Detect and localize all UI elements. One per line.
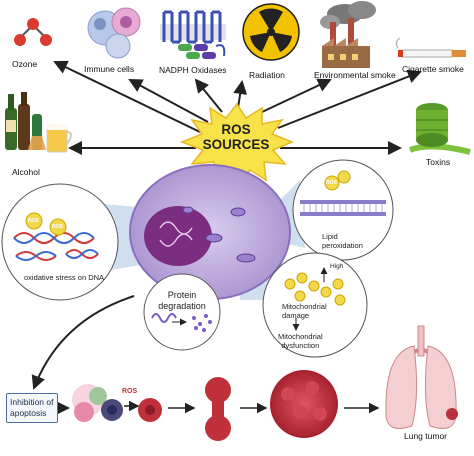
nucleus (144, 206, 212, 266)
source-arrows (53, 60, 422, 155)
label-toxins: Toxins (426, 157, 451, 167)
ros-molecule-icon (324, 175, 340, 191)
mitochondrion (205, 233, 223, 243)
apoptosis-box: Inhibition of apoptosis (6, 393, 58, 423)
alcohol-icon (5, 92, 72, 153)
label-mito-damage: Mitochondrial damage (282, 302, 327, 320)
title-line1: ROS (221, 122, 251, 137)
protein-chain-icon (151, 313, 177, 323)
label-dna-stress: oxidative stress on DNA (24, 273, 105, 282)
label-radiation: Radiation (249, 70, 285, 80)
label-environmental-smoke: Environmental smoke (314, 70, 396, 80)
immune-cells-icon (87, 7, 141, 59)
protein-inset (143, 273, 221, 351)
protein-fragments-icon (192, 314, 212, 332)
ros-molecule-icon (25, 212, 43, 230)
mitochondrion (182, 206, 194, 214)
cell-dna (159, 221, 193, 247)
tumor-progression (56, 370, 380, 441)
label-ros-bottom: ROS (122, 388, 138, 395)
label-immune-cells: Immune cells (84, 64, 135, 74)
title-line2: SOURCES (202, 137, 270, 152)
lungs-icon (385, 325, 458, 429)
label-nadph: NADPH Oxidases (159, 65, 227, 75)
label-high: High (330, 263, 344, 270)
radiation-icon (242, 3, 300, 61)
ros-tag: ROS (28, 218, 39, 224)
ros-tag: ROS (326, 180, 337, 186)
cell-to-apoptosis-arrow (31, 295, 135, 390)
label-mito-dysfunction: Mitochondrial dysfunction (278, 332, 323, 350)
apoptosis-line2: apoptosis (10, 408, 47, 418)
nadph-oxidase-icon (160, 10, 226, 59)
label-ozone: Ozone (12, 59, 38, 69)
mitochondrion (236, 253, 256, 263)
label-protein-degradation: Protein degradation (158, 290, 206, 311)
label-cigarette-smoke: Cigarette smoke (402, 64, 464, 74)
factory-smoke-icon (320, 1, 376, 68)
ros-molecule-icon (337, 170, 351, 184)
ros-sources-title: ROS SOURCES (197, 122, 275, 152)
dna-helix-icon (13, 232, 99, 261)
toxic-barrel-icon (408, 103, 471, 155)
lipid-bilayer-icon (300, 200, 386, 216)
ros-tag: ROS (52, 224, 63, 230)
cigarette-icon (395, 37, 466, 58)
lipid-inset (292, 159, 394, 261)
ros-molecule-icon (49, 218, 67, 236)
label-lung-tumor: Lung tumor (404, 431, 447, 441)
ozone-icon (14, 18, 52, 46)
mitochondrion (230, 207, 246, 217)
label-alcohol: Alcohol (12, 167, 40, 177)
ros-cluster-icon (284, 272, 346, 306)
label-lipid-peroxidation: Lipid peroxidation (322, 232, 363, 250)
apoptosis-line1: Inhibition of (10, 397, 54, 407)
